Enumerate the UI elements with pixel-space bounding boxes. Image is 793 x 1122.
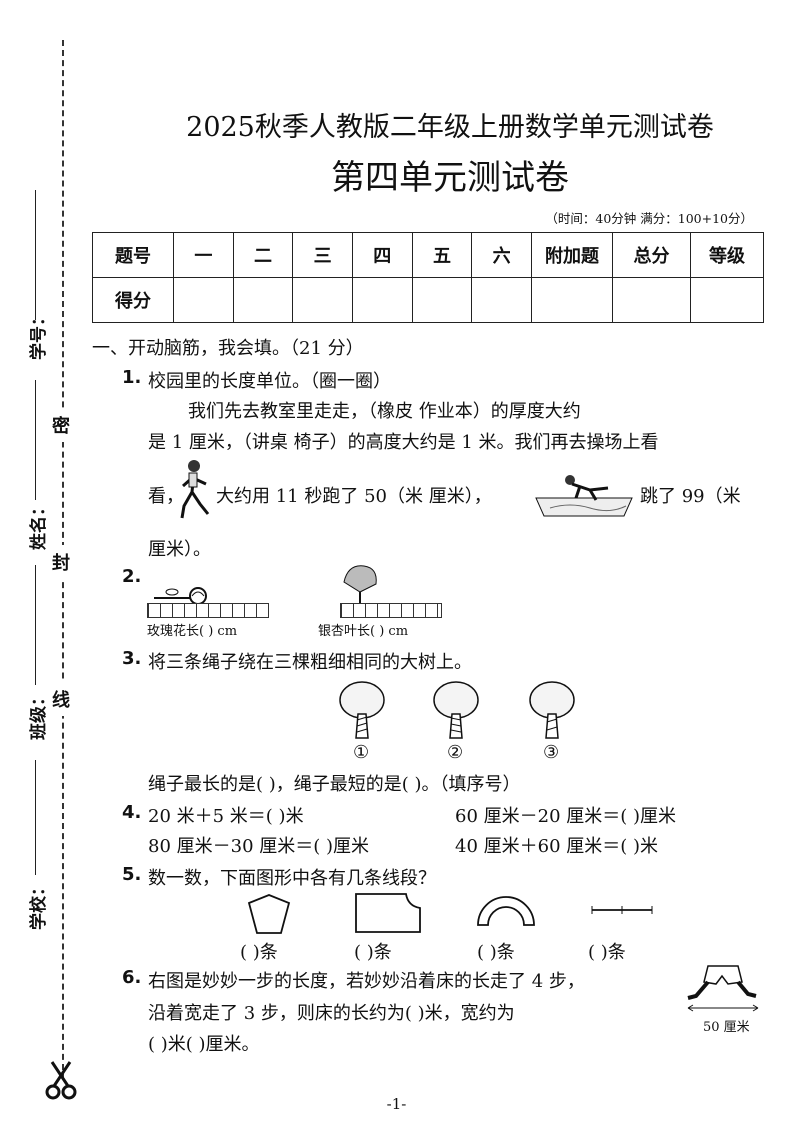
q5-answer-2: ( )条 <box>354 942 392 963</box>
class-line <box>35 565 36 685</box>
header-cell: 二 <box>232 232 294 278</box>
q6-line2: 沿着宽走了 3 步，则床的长约为( )米，宽约为 <box>148 1003 515 1024</box>
page-number: -1- <box>386 1095 407 1113</box>
pentagon-shape <box>247 894 291 934</box>
q1-num: 1. <box>122 367 142 388</box>
step-length-label: 50 厘米 <box>703 1020 750 1035</box>
q6-num: 6. <box>122 967 142 988</box>
student-number-label: 学号： <box>29 309 49 360</box>
page-subtitle: 第四单元测试卷 <box>331 158 569 198</box>
page-title: 2025秋季人教版二年级上册数学单元测试卷 <box>186 112 714 143</box>
score-cell[interactable] <box>292 277 353 323</box>
header-cell: 六 <box>471 232 532 278</box>
header-cell: 等级 <box>690 232 764 278</box>
q5-answer-4: ( )条 <box>588 942 626 963</box>
score-cell[interactable] <box>471 277 532 323</box>
q5-answer-1: ( )条 <box>240 942 278 963</box>
line-segments-shape <box>591 906 653 914</box>
q4-b: 60 厘米－20 厘米＝( )厘米 <box>455 806 677 827</box>
header-cell: 三 <box>292 232 353 278</box>
tree-label-3: ③ <box>543 742 560 763</box>
q1-line2: 是 1 厘米，（讲桌 椅子）的高度大约是 1 米。我们再去操场上看 <box>148 432 659 453</box>
class-label: 班级： <box>29 689 49 740</box>
seal-feng: 封 <box>52 545 70 579</box>
q3-number: 3. <box>122 648 141 669</box>
q6-line3: ( )米( )厘米。 <box>148 1034 260 1055</box>
header-cell: 五 <box>411 232 473 278</box>
q3-text: 将三条绳子绕在三棵粗细相同的大树上。 <box>148 652 472 673</box>
q5-answer-3: ( )条 <box>477 942 515 963</box>
score-cell[interactable] <box>351 277 413 323</box>
long-jump-icon <box>535 475 633 517</box>
tree-3-icon <box>529 681 575 739</box>
q2-caption-rose: 玫瑰花长( ) cm <box>147 624 238 639</box>
ruler-1 <box>147 603 269 618</box>
step-legs-icon <box>687 965 759 1012</box>
q4-number: 4. <box>122 802 141 823</box>
school-line <box>35 760 36 875</box>
name-label: 姓名： <box>29 499 49 550</box>
tree-label-1: ① <box>353 742 370 763</box>
cut-rectangle-shape <box>355 893 421 933</box>
q5-number: 5. <box>122 864 141 885</box>
ginkgo-leaf-icon <box>343 565 377 604</box>
runner-icon <box>180 460 210 519</box>
seal-xian: 线 <box>52 682 70 716</box>
score-cell[interactable] <box>531 277 613 323</box>
scissors-icon <box>45 1061 77 1100</box>
q1-line3a: 看， <box>148 486 184 507</box>
q6-number: 6. <box>122 967 141 988</box>
school-label: 学校： <box>29 879 49 930</box>
header-cell: 附加题 <box>531 232 613 278</box>
arch-shape <box>477 896 535 926</box>
q5-num: 5. <box>122 864 142 885</box>
header-cell: 四 <box>351 232 413 278</box>
q1-number: 1. <box>122 367 141 388</box>
tree-1-icon <box>339 681 385 739</box>
q1-title: 校园里的长度单位。（圈一圈） <box>148 371 391 392</box>
q1-line3c: 跳了 99（米 <box>640 486 741 507</box>
q6-line1: 右图是妙妙一步的长度，若妙妙沿着床的长走了 4 步， <box>148 971 585 992</box>
tree-label-2: ② <box>447 742 464 763</box>
header-cell: 一 <box>173 232 234 278</box>
score-table-score-row: 得分 <box>92 277 764 323</box>
q1-line4: 厘米）。 <box>148 539 211 560</box>
q5-text: 数一数，下面图形中各有几条线段？ <box>148 868 436 889</box>
score-cell[interactable] <box>232 277 294 323</box>
score-table-header-row: 题号 一 二 三 四 五 六 附加题 总分 等级 <box>92 232 764 278</box>
score-cell[interactable] <box>612 277 691 323</box>
tree-2-icon <box>433 681 479 739</box>
q4-num: 4. <box>122 802 142 823</box>
score-row-label: 得分 <box>92 277 174 323</box>
q3-num: 3. <box>122 648 142 669</box>
time-info: （时间：40分钟 满分：100+10分） <box>545 211 753 226</box>
header-cell: 总分 <box>612 232 691 278</box>
header-cell: 题号 <box>92 232 174 278</box>
student-number-line <box>35 190 36 320</box>
q2-num: 2. <box>122 566 142 587</box>
rose-icon <box>154 587 207 604</box>
q4-a: 20 米＋5 米＝( )米 <box>148 806 304 827</box>
q1-line3b: 大约用 11 秒跑了 50（米 厘米）， <box>216 486 492 507</box>
q2-number: 2. <box>122 566 141 587</box>
ruler-2 <box>340 603 442 618</box>
score-cell[interactable] <box>690 277 764 323</box>
q4-d: 40 厘米＋60 厘米＝( )米 <box>455 836 659 857</box>
name-line <box>35 380 36 500</box>
score-table: 题号 一 二 三 四 五 六 附加题 总分 等级 得分 <box>92 232 764 323</box>
q3-answer-line: 绳子最长的是( )，绳子最短的是( )。（填序号） <box>148 774 521 795</box>
score-cell[interactable] <box>173 277 234 323</box>
q4-c: 80 厘米－30 厘米＝( )厘米 <box>148 836 370 857</box>
q2-caption-ginkgo: 银杏叶长( ) cm <box>318 624 409 639</box>
section-heading: 一、开动脑筋，我会填。（21 分） <box>92 338 364 359</box>
q1-line1: 我们先去教室里走走，（橡皮 作业本）的厚度大约 <box>188 401 581 422</box>
seal-mi: 密 <box>52 408 70 442</box>
score-cell[interactable] <box>411 277 473 323</box>
